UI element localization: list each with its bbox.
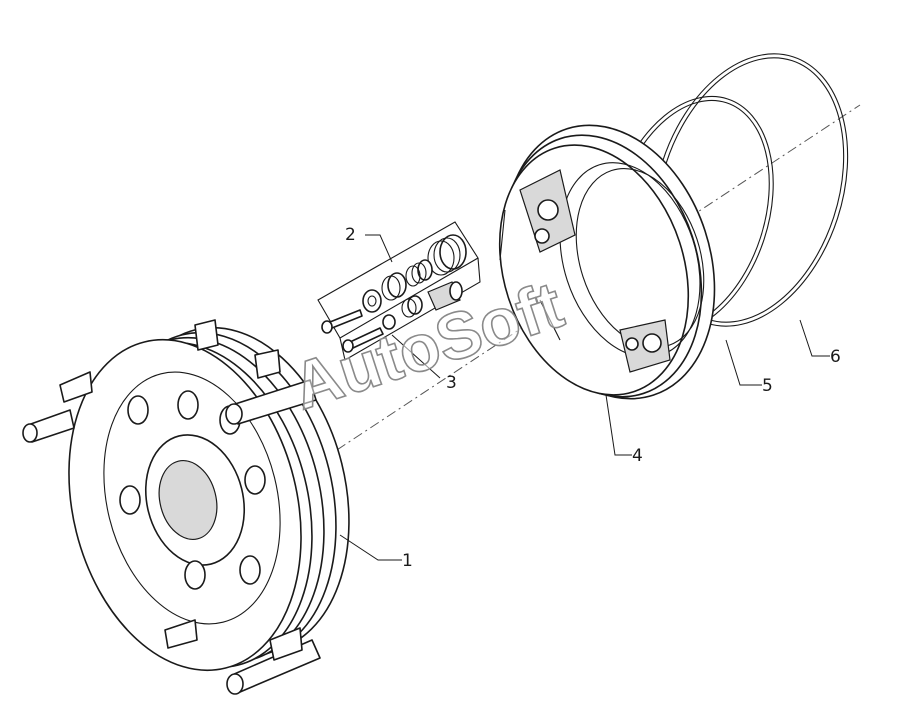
callout-6: 6	[830, 347, 841, 367]
center-axis-line	[169, 104, 861, 561]
callout-2: 2	[345, 225, 356, 245]
leader-line-1	[339, 534, 402, 561]
washer-large	[362, 289, 382, 313]
leader-line-4	[605, 394, 632, 456]
guide-pin-left	[22, 409, 75, 443]
spring-mid	[381, 272, 407, 301]
callout-4: 4	[632, 446, 643, 466]
valve-sleeve	[427, 281, 463, 311]
part-1-clutch-disc-pack[interactable]	[22, 303, 382, 695]
washer-small	[382, 314, 396, 330]
callout-3: 3	[446, 373, 457, 393]
guide-pin-bottom	[226, 639, 321, 695]
watermark-text: AutoSoft	[283, 267, 571, 423]
leader-line-3	[391, 334, 441, 379]
callout-5: 5	[762, 376, 773, 396]
leader-line-6	[799, 319, 830, 357]
bolt-upper	[321, 309, 363, 334]
leader-line-5	[725, 339, 762, 386]
callout-1: 1	[402, 551, 413, 571]
part-2-3-valve-kit[interactable]	[317, 221, 481, 361]
guide-pin-top	[225, 379, 317, 425]
spring-small-lower	[401, 295, 423, 318]
leader-line-2	[365, 234, 393, 263]
spring-large	[427, 234, 467, 276]
bolt-lower	[342, 327, 384, 353]
spring-small-upper	[405, 259, 433, 287]
part-4-piston[interactable]	[469, 98, 749, 426]
